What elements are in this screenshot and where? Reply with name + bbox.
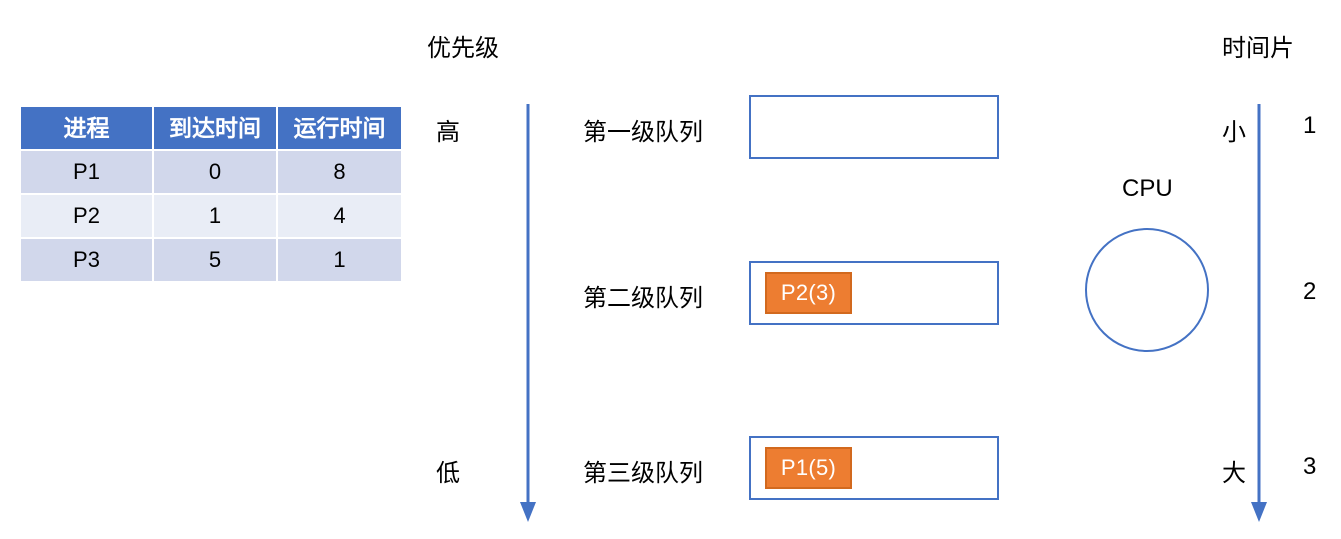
- table-header-row: 进程 到达时间 运行时间: [21, 107, 401, 150]
- process-table: 进程 到达时间 运行时间 P1 0 8 P2 1 4 P3 5 1: [21, 107, 401, 281]
- priority-arrow-icon: [520, 104, 536, 522]
- timeslice-value-1: 1: [1303, 112, 1317, 139]
- cell-process-name: P2: [21, 193, 154, 238]
- priority-high-label: 高: [436, 119, 460, 146]
- timeslice-axis-title: 时间片: [1222, 35, 1294, 62]
- queue-2-box[interactable]: [749, 261, 999, 325]
- cell-arrival-time: 1: [152, 193, 278, 238]
- table-header-run-time: 运行时间: [276, 107, 401, 150]
- table-header-arrival-time: 到达时间: [152, 107, 278, 150]
- queue-2-label: 第二级队列: [583, 285, 703, 312]
- cell-run-time: 1: [276, 237, 401, 281]
- cell-run-time: 8: [276, 149, 401, 194]
- priority-low-label: 低: [436, 460, 460, 487]
- table-row: P1 0 8: [21, 149, 401, 194]
- cell-run-time: 4: [276, 193, 401, 238]
- cpu-label: CPU: [1122, 175, 1173, 202]
- queue-3-label: 第三级队列: [583, 460, 703, 487]
- priority-axis-title: 优先级: [427, 35, 499, 62]
- timeslice-large-label: 大: [1222, 460, 1246, 487]
- timeslice-value-2: 2: [1303, 278, 1317, 305]
- timeslice-arrow-icon: [1251, 104, 1267, 522]
- queue-1-label: 第一级队列: [583, 119, 703, 146]
- timeslice-value-3: 3: [1303, 453, 1317, 480]
- table-row: P2 1 4: [21, 193, 401, 238]
- cell-arrival-time: 0: [152, 149, 278, 194]
- timeslice-small-label: 小: [1222, 119, 1246, 146]
- queue-2-job-block[interactable]: P2(3): [765, 272, 852, 314]
- queue-1-box[interactable]: [749, 95, 999, 159]
- cell-process-name: P3: [21, 237, 154, 281]
- table-row: P3 5 1: [21, 237, 401, 281]
- cell-arrival-time: 5: [152, 237, 278, 281]
- cell-process-name: P1: [21, 149, 154, 194]
- table-header-process: 进程: [21, 107, 154, 150]
- cpu-circle[interactable]: [1085, 228, 1209, 352]
- queue-3-job-block[interactable]: P1(5): [765, 447, 852, 489]
